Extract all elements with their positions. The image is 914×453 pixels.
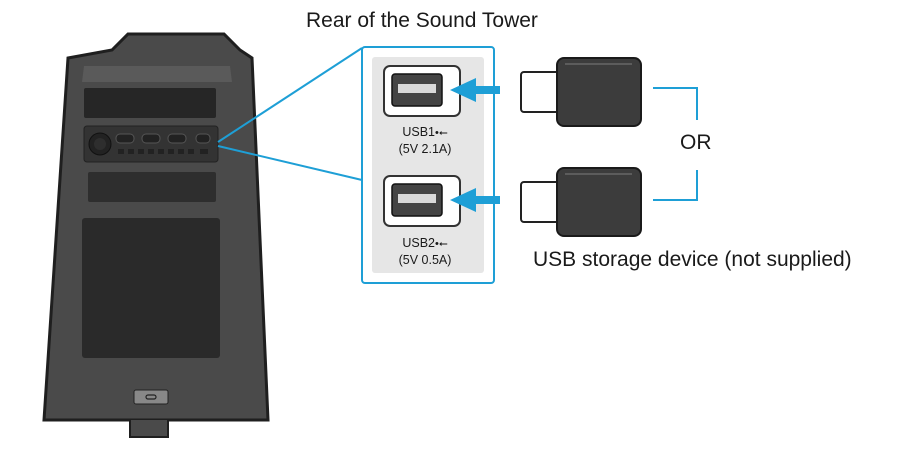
usb-symbol-icon: •⭠ xyxy=(435,238,448,250)
insert-arrow-usb1 xyxy=(450,78,500,102)
usb-drive-2 xyxy=(520,167,642,237)
insert-arrow-usb2 xyxy=(450,188,500,212)
or-label: OR xyxy=(680,131,712,154)
usb1-rating: (5V 2.1A) xyxy=(398,142,452,156)
usb1-name: USB1 xyxy=(402,125,435,139)
usb1-port-label: USB1•⭠ (5V 2.1A) xyxy=(370,124,480,157)
or-bracket xyxy=(653,87,698,201)
highlight-lines xyxy=(217,47,363,181)
speaker-top-grille xyxy=(84,88,216,118)
usb-device-caption: USB storage device (not supplied) xyxy=(533,248,852,271)
usb2-rating: (5V 0.5A) xyxy=(398,253,452,267)
usb-drive-1 xyxy=(520,57,642,127)
sound-tower-speaker xyxy=(42,32,270,438)
usb2-name: USB2 xyxy=(402,236,435,250)
speaker-mid-panel xyxy=(88,172,216,202)
speaker-bottom-grille xyxy=(82,218,220,358)
usb-symbol-icon: •⭠ xyxy=(435,127,448,139)
diagram-title: Rear of the Sound Tower xyxy=(306,9,538,32)
speaker-badge xyxy=(133,389,169,405)
usb-port-panel xyxy=(361,46,495,284)
usb2-port-label: USB2•⭠ (5V 0.5A) xyxy=(370,235,480,268)
